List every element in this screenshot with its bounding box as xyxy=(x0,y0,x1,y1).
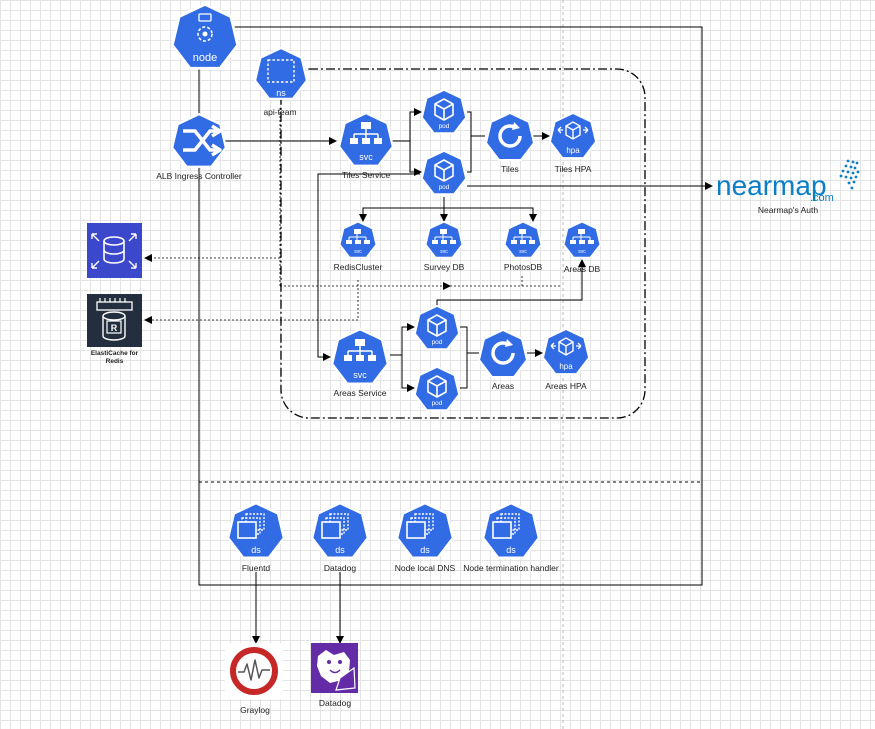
redis-cluster-svc-icon[interactable]: svc xyxy=(339,221,377,259)
areas-hpa-icon[interactable]: hpa xyxy=(542,328,590,376)
areas-deployment-icon[interactable] xyxy=(478,329,528,378)
svg-text:pod: pod xyxy=(439,123,450,130)
tiles-pod-1-icon[interactable]: pod xyxy=(421,89,467,135)
namespace-container[interactable] xyxy=(280,68,646,419)
areas-hpa-label: Areas HPA xyxy=(545,381,587,391)
svg-text:hpa: hpa xyxy=(559,362,573,371)
datadog-ds-icon[interactable]: ds xyxy=(311,502,369,559)
node-local-dns-label: Node local DNS xyxy=(394,563,456,573)
svg-text:.com: .com xyxy=(810,192,834,204)
elasticache-label: ElastiCache for Redis xyxy=(90,350,139,365)
svg-text:node: node xyxy=(193,52,217,64)
datadog-external-label: Datadog xyxy=(318,698,352,708)
areas-db-svc-icon[interactable]: svc xyxy=(563,221,601,259)
nearmap-auth-label: Nearmap's Auth xyxy=(757,205,819,215)
nearmap-dots-icon xyxy=(839,159,860,190)
photos-db-label: PhotosDB xyxy=(503,262,543,272)
areas-db-label: Areas DB xyxy=(563,264,601,274)
node-local-dns-ds-icon[interactable]: ds xyxy=(396,502,454,559)
svg-text:svc: svc xyxy=(519,249,527,255)
svg-text:svc: svc xyxy=(578,249,586,255)
areas-pod-1-icon[interactable]: pod xyxy=(414,305,460,351)
redis-cluster-label: RedisCluster xyxy=(333,262,383,272)
fluentd-label: Fluentd xyxy=(241,563,271,573)
tiles-service-icon[interactable]: svc xyxy=(338,112,394,167)
survey-db-label: Survey DB xyxy=(423,262,465,272)
graylog-label: Graylog xyxy=(240,705,270,715)
svg-text:hpa: hpa xyxy=(566,146,580,155)
svg-text:nearmap: nearmap xyxy=(716,170,827,201)
svg-text:pod: pod xyxy=(439,184,450,191)
node-icon[interactable]: node xyxy=(170,3,240,70)
alb-ingress-icon[interactable] xyxy=(170,113,228,168)
areas-label: Areas xyxy=(491,381,515,391)
svg-text:ds: ds xyxy=(251,545,261,555)
svg-text:pod: pod xyxy=(432,400,443,407)
svg-text:R: R xyxy=(111,323,118,333)
svg-text:ns: ns xyxy=(276,88,286,98)
areas-service-icon[interactable]: svc xyxy=(331,328,389,385)
tiles-pod-2-icon[interactable]: pod xyxy=(421,150,467,196)
tiles-service-label: Tiles Service xyxy=(341,170,391,180)
svg-text:ds: ds xyxy=(506,545,516,555)
node-termination-label: Node termination handler xyxy=(463,563,559,573)
api-team-label: api-team xyxy=(263,107,297,117)
svg-text:svc: svc xyxy=(359,152,373,162)
elasticache-icon[interactable]: R xyxy=(87,294,142,347)
photos-db-svc-icon[interactable]: svc xyxy=(504,221,542,259)
node-termination-ds-icon[interactable]: ds xyxy=(482,502,540,559)
survey-db-svc-icon[interactable]: svc xyxy=(425,221,463,259)
tiles-hpa-icon[interactable]: hpa xyxy=(549,112,597,160)
svg-text:svc: svc xyxy=(354,249,362,255)
nearmap-logo[interactable]: nearmap .com xyxy=(716,159,860,204)
areas-service-label: Areas Service xyxy=(333,388,387,398)
aws-rds-icon[interactable] xyxy=(87,223,142,278)
tiles-deployment-icon[interactable] xyxy=(485,112,535,161)
svg-text:ds: ds xyxy=(420,545,430,555)
graylog-icon[interactable] xyxy=(225,643,283,699)
namespace-icon[interactable]: ns xyxy=(254,47,308,100)
dotted-connectors xyxy=(144,108,560,324)
svg-text:svc: svc xyxy=(353,370,367,380)
svg-text:ds: ds xyxy=(335,545,345,555)
tiles-hpa-label: Tiles HPA xyxy=(554,164,592,174)
alb-ingress-label: ALB Ingress Controller xyxy=(156,171,242,181)
datadog-logo-icon[interactable] xyxy=(311,643,358,693)
datadog-ds-label: Datadog xyxy=(323,563,357,573)
tiles-label: Tiles xyxy=(501,164,519,174)
svg-text:svc: svc xyxy=(440,249,448,255)
fluentd-ds-icon[interactable]: ds xyxy=(227,502,285,559)
areas-pod-2-icon[interactable]: pod xyxy=(414,366,460,412)
svg-text:pod: pod xyxy=(432,339,443,346)
